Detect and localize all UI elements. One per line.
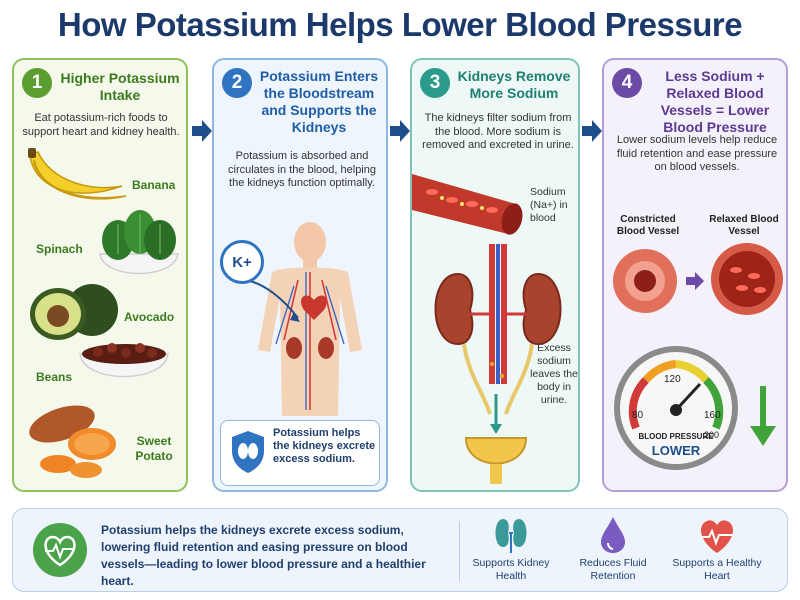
excess-sodium-label: Excess sodium leaves the body in urine.: [530, 342, 578, 406]
human-body-illustration: [243, 222, 362, 416]
beans-icon: [79, 343, 169, 378]
step-2-panel: 2 Potassium Enters the Bloodstream and S…: [212, 58, 388, 492]
step-title: Kidneys Remove More Sodium: [457, 68, 571, 101]
potassium-ion-label: K+: [232, 254, 252, 271]
gauge-tick-80: 80: [632, 410, 644, 421]
step-title: Higher Potassium Intake: [60, 70, 180, 103]
food-label-avocado: Avocado: [124, 310, 175, 324]
sodium-label: Sodium (Na+) in blood: [530, 186, 568, 224]
blood-vessel-illustration: [412, 174, 523, 235]
potassium-ion-badge: K+: [220, 240, 264, 284]
drop-icon: [601, 517, 625, 553]
constricted-vessel-label: Constricted Blood Vessel: [616, 214, 680, 237]
blood-pressure-gauge: 80 120 160 200 BLOOD PRESSURE LOWER: [614, 346, 738, 470]
kidney-note-box: Potassium helps the kidneys excrete exce…: [220, 420, 380, 486]
step-number: 3: [420, 68, 450, 98]
gauge-dial: [628, 360, 724, 430]
gauge-reading: LOWER: [651, 443, 701, 458]
step-arrow-2: [390, 120, 410, 142]
relaxed-vessel-label: Relaxed Blood Vessel: [709, 214, 779, 237]
food-label-banana: Banana: [132, 178, 176, 192]
step-text: The kidneys filter sodium from the blood…: [422, 112, 574, 151]
step-number: 2: [222, 68, 252, 98]
food-label-spinach: Spinach: [36, 242, 83, 256]
step-text: Potassium is absorbed and circulates in …: [228, 150, 376, 189]
kidneys-illustration: [434, 244, 562, 484]
step-text: Lower sodium levels help reduce fluid re…: [616, 134, 778, 173]
sweet-potato-icon: [29, 405, 116, 478]
step-title: Less Sodium + Relaxed Blood Vessels = Lo…: [660, 68, 770, 135]
constricted-vessel-icon: [613, 249, 677, 313]
benefit-label: Reduces Fluid Retention: [579, 557, 647, 582]
kidney-note-text: Potassium helps the kidneys excrete exce…: [273, 427, 376, 465]
step-4-panel: 4 Less Sodium + Relaxed Blood Vessels = …: [602, 58, 788, 492]
kidney-icon: [495, 519, 527, 553]
summary-banner: Potassium helps the kidneys excrete exce…: [12, 508, 788, 592]
food-label-beans: Beans: [36, 370, 73, 384]
heart-icon: [701, 520, 733, 553]
relaxed-vessel-icon: [711, 243, 783, 315]
page-title: How Potassium Helps Lower Blood Pressure: [57, 6, 743, 43]
food-label-sweet-potato: Sweet Potato: [135, 434, 173, 463]
summary-divider: [459, 521, 460, 581]
heart-pulse-icon: [33, 523, 87, 577]
avocado-icon: [30, 284, 118, 340]
arrow-down-icon: [750, 386, 776, 446]
benefit-label: Supports Kidney Health: [472, 557, 550, 582]
spinach-icon: [99, 210, 179, 275]
gauge-tick-160: 160: [704, 410, 721, 421]
gauge-tick-200: 200: [704, 430, 720, 440]
step-title: Potassium Enters the Bloodstream and Sup…: [259, 68, 379, 135]
step-number: 4: [612, 68, 642, 98]
gauge-label: BLOOD PRESSURE: [638, 432, 714, 441]
arrow-right-icon: [686, 272, 704, 290]
step-1-panel: 1 Higher Potassium Intake Eat potassium-…: [12, 58, 188, 492]
gauge-tick-120: 120: [664, 374, 681, 385]
step-arrow-3: [582, 120, 602, 142]
banana-icon: [28, 148, 127, 200]
step-3-panel: 3 Kidneys Remove More Sodium The kidneys…: [410, 58, 580, 492]
summary-text: Potassium helps the kidneys excrete exce…: [101, 523, 426, 588]
step-text: Eat potassium-rich foods to support hear…: [22, 112, 180, 138]
benefit-label: Supports a Healthy Heart: [672, 557, 762, 582]
step-number: 1: [22, 68, 52, 98]
shield-kidney-icon: [232, 431, 264, 473]
step-arrow-1: [192, 120, 212, 142]
